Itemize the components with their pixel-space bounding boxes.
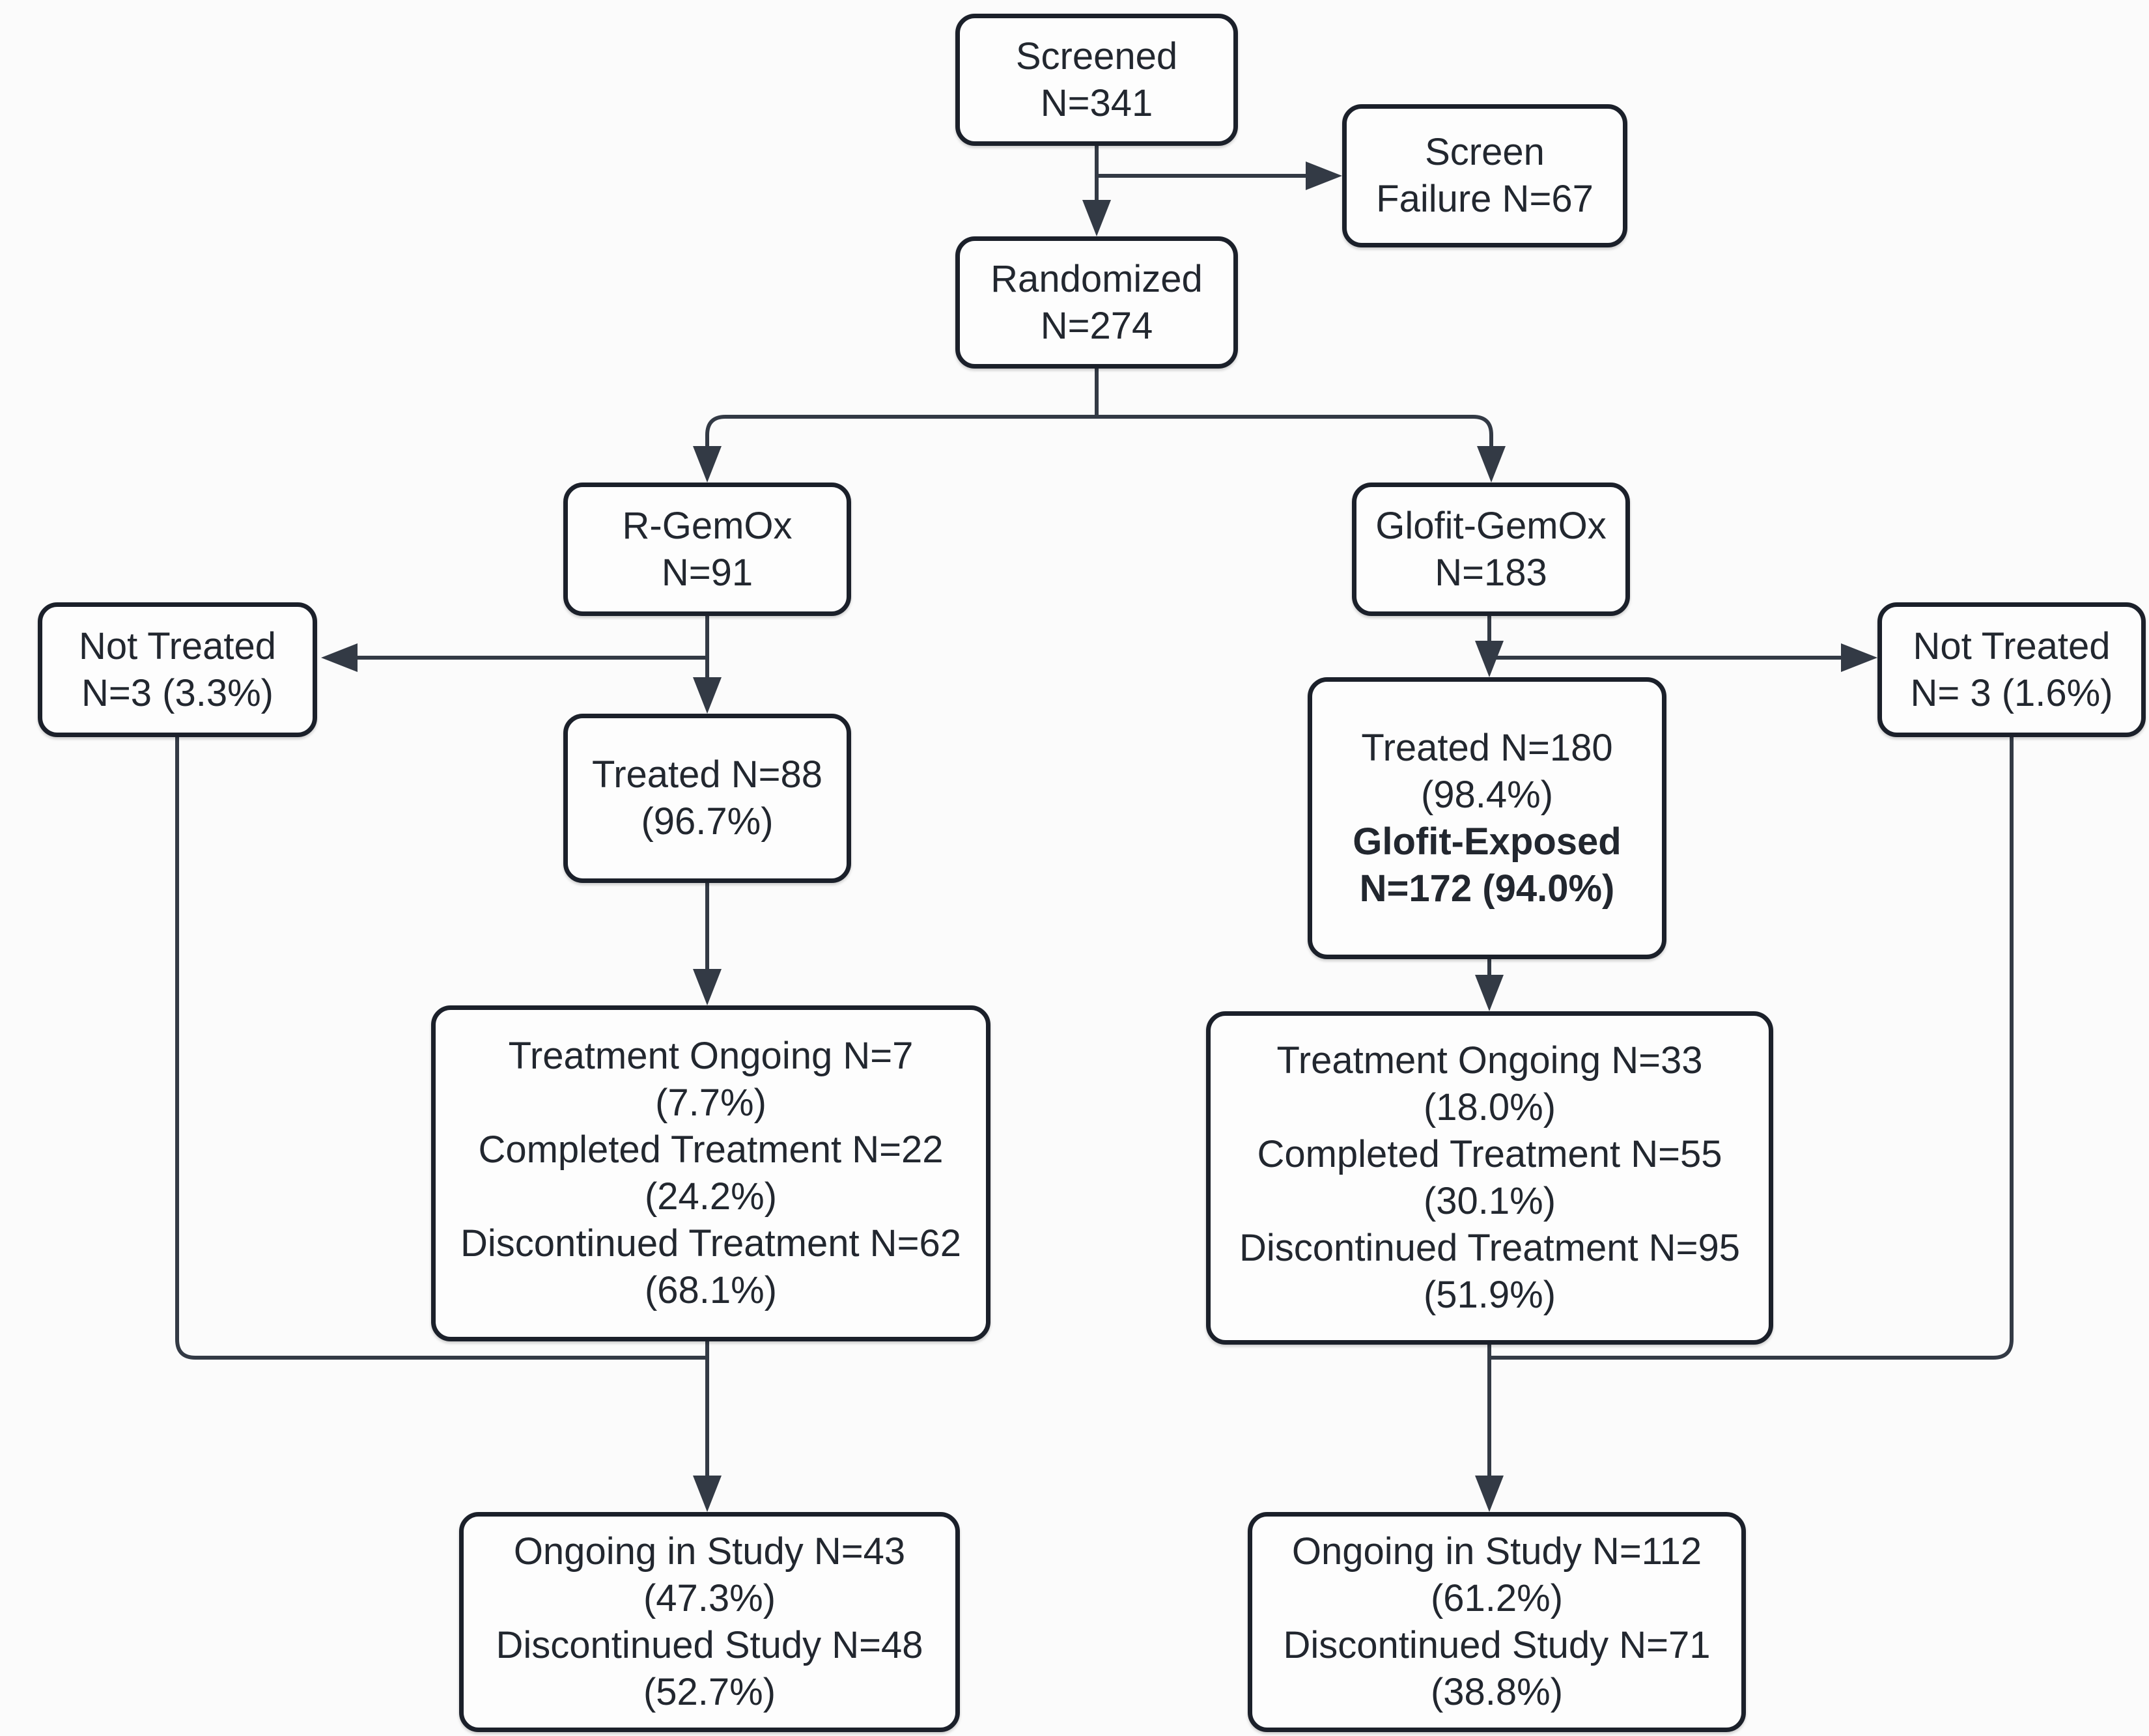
arrowhead-into-outcome-right [1475, 975, 1504, 1011]
box-randomized-count: N=274 [1040, 304, 1153, 347]
box-r-gemox-label: R-GemOx [622, 504, 793, 547]
box-treated-left-count: Treated N=88 [591, 753, 823, 796]
study-right-discontinued-count: Discontinued Study N=71 [1283, 1624, 1711, 1666]
line-randomized-split [705, 415, 1493, 446]
outcome-right-ongoing-count: Treatment Ongoing N=33 [1276, 1039, 1703, 1082]
outcome-left-completed-percent: (24.2%) [644, 1175, 778, 1218]
arrowhead-into-outcome-left [693, 969, 722, 1005]
line-not-treated-right-merge [1489, 737, 2014, 1360]
study-right-discontinued-percent: (38.8%) [1430, 1671, 1564, 1713]
study-left-ongoing-percent: (47.3%) [643, 1577, 776, 1619]
outcome-right-ongoing-percent: (18.0%) [1423, 1086, 1556, 1128]
box-not-treated-left: Not Treated N=3 (3.3%) [38, 602, 317, 737]
box-randomized-label: Randomized [990, 257, 1203, 300]
box-treated-left-percent: (96.7%) [641, 800, 774, 843]
box-glofit-gemox-count: N=183 [1435, 551, 1547, 594]
arrowhead-into-randomized [1082, 200, 1111, 236]
outcome-right-completed-percent: (30.1%) [1423, 1180, 1556, 1222]
outcome-right-discontinued-count: Discontinued Treatment N=95 [1239, 1227, 1740, 1269]
study-left-ongoing-count: Ongoing in Study N=43 [513, 1530, 906, 1573]
box-study-status-right: Ongoing in Study N=112 (61.2%) Discontin… [1248, 1512, 1746, 1732]
study-left-discontinued-count: Discontinued Study N=48 [496, 1624, 923, 1666]
box-treated-right-glofit-exposed-count: N=172 (94.0%) [1359, 867, 1615, 910]
study-left-discontinued-percent: (52.7%) [643, 1671, 776, 1713]
outcome-left-ongoing-count: Treatment Ongoing N=7 [508, 1035, 914, 1077]
arrowhead-into-study-left [693, 1476, 722, 1512]
box-screen-failure-count: Failure N=67 [1376, 178, 1594, 220]
arrowhead-into-rgemox [693, 446, 722, 483]
box-treated-right-glofit-exposed-label: Glofit-Exposed [1353, 820, 1622, 863]
box-treated-right: Treated N=180 (98.4%) Glofit-Exposed N=1… [1308, 677, 1666, 959]
box-treatment-outcome-left: Treatment Ongoing N=7 (7.7%) Completed T… [431, 1005, 990, 1341]
box-randomized: Randomized N=274 [955, 236, 1238, 369]
box-treated-left: Treated N=88 (96.7%) [563, 714, 851, 883]
box-screened: Screened N=341 [955, 14, 1238, 146]
arrowhead-into-not-treated-right [1841, 643, 1877, 672]
arrowhead-into-glofit-gemox [1477, 446, 1506, 483]
box-glofit-gemox-label: Glofit-GemOx [1375, 504, 1607, 547]
box-screened-count: N=341 [1040, 81, 1153, 124]
box-not-treated-right: Not Treated N= 3 (1.6%) [1877, 602, 2146, 737]
box-study-status-left: Ongoing in Study N=43 (47.3%) Discontinu… [459, 1512, 960, 1732]
box-treated-right-count: Treated N=180 [1361, 726, 1613, 769]
arrowhead-into-study-right [1475, 1476, 1504, 1512]
arrowhead-into-screen-failure [1306, 161, 1342, 190]
outcome-right-completed-count: Completed Treatment N=55 [1257, 1133, 1722, 1175]
arrowhead-into-not-treated-left [321, 643, 358, 672]
box-not-treated-right-count: N= 3 (1.6%) [1910, 671, 2113, 714]
outcome-left-completed-count: Completed Treatment N=22 [478, 1128, 944, 1171]
box-r-gemox-arm: R-GemOx N=91 [563, 483, 851, 616]
box-screened-label: Screened [1015, 35, 1178, 77]
box-treatment-outcome-right: Treatment Ongoing N=33 (18.0%) Completed… [1206, 1011, 1773, 1345]
outcome-right-discontinued-percent: (51.9%) [1423, 1274, 1556, 1316]
box-treated-right-percent: (98.4%) [1420, 773, 1554, 816]
study-right-ongoing-count: Ongoing in Study N=112 [1291, 1530, 1702, 1573]
box-not-treated-left-label: Not Treated [78, 624, 277, 667]
outcome-left-discontinued-count: Discontinued Treatment N=62 [460, 1222, 961, 1265]
box-screen-failure: Screen Failure N=67 [1342, 104, 1627, 247]
outcome-left-discontinued-percent: (68.1%) [644, 1269, 778, 1311]
study-right-ongoing-percent: (61.2%) [1430, 1577, 1564, 1619]
line-not-treated-left-merge [175, 737, 707, 1360]
box-glofit-gemox-arm: Glofit-GemOx N=183 [1352, 483, 1630, 616]
box-r-gemox-count: N=91 [661, 551, 753, 594]
box-screen-failure-label: Screen [1425, 131, 1545, 173]
outcome-left-ongoing-percent: (7.7%) [655, 1082, 766, 1124]
box-not-treated-right-label: Not Treated [1913, 624, 2111, 667]
arrowhead-into-treated-right [1475, 641, 1504, 677]
arrowhead-into-treated-left [693, 677, 722, 714]
box-not-treated-left-count: N=3 (3.3%) [81, 671, 274, 714]
